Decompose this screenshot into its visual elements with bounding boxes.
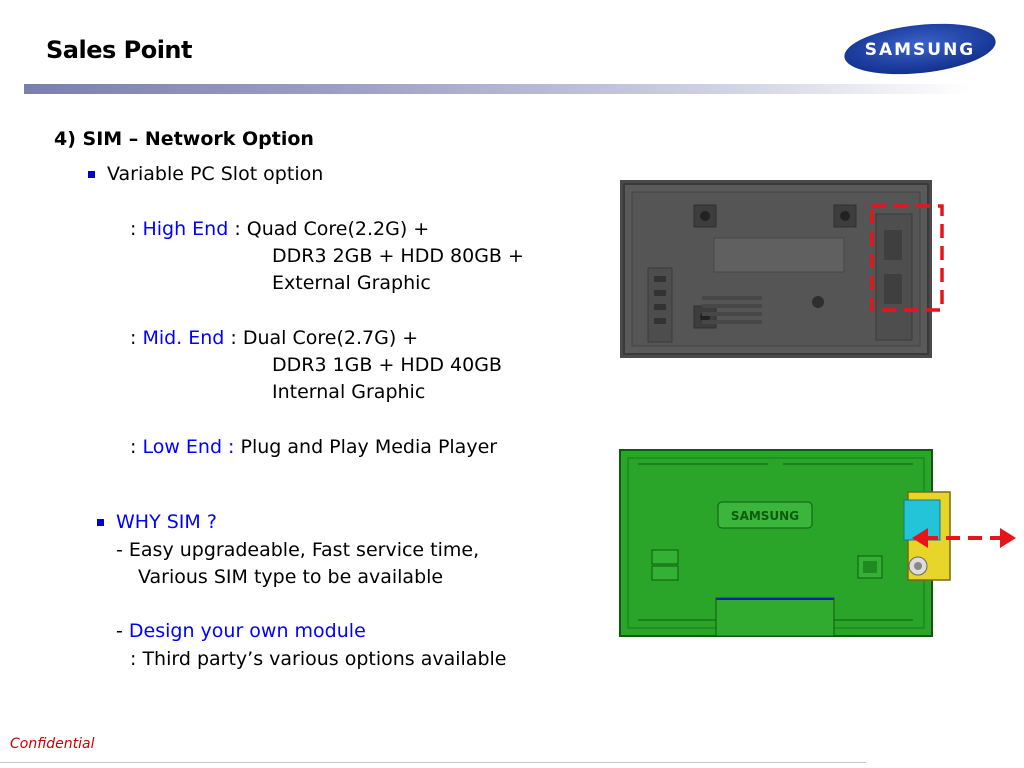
why-sim-heading: WHY SIM ? [116, 511, 217, 533]
bullet-square-icon [88, 171, 95, 178]
high-end-line: : High End : Quad Core(2.2G) + [130, 217, 429, 241]
samsung-logo: SAMSUNG [844, 23, 996, 75]
high-end-memory: DDR3 2GB + HDD 80GB + [272, 245, 524, 267]
slide-title: Sales Point [46, 36, 193, 64]
slot-highlight-box [870, 204, 944, 312]
bullet-square-icon [97, 519, 104, 526]
why-sim-item2-cont: : Third party’s various options availabl… [130, 648, 507, 670]
high-end-cpu: : Quad Core(2.2G) + [228, 218, 430, 240]
why-sim-item1: - Easy upgradeable, Fast service time, [116, 539, 480, 561]
mid-end-cpu: : Dual Core(2.7G) + [224, 327, 419, 349]
why-sim-item2-prefix: - [116, 620, 129, 642]
high-end-label: High End [142, 218, 229, 240]
section-heading: 4) SIM – Network Option [54, 128, 314, 150]
insert-arrow-icon [912, 528, 1016, 548]
mid-end-line: : Mid. End : Dual Core(2.7G) + [130, 326, 418, 350]
high-end-graphic: External Graphic [272, 272, 431, 294]
low-end-label: Low End : [142, 436, 235, 458]
design-module-label: Design your own module [128, 620, 366, 642]
low-end-prefix: : [130, 436, 143, 458]
diagram-brand-text: SAMSUNG [731, 509, 799, 523]
mid-end-graphic: Internal Graphic [272, 381, 426, 403]
mid-end-prefix: : [130, 327, 143, 349]
low-end-desc: Plug and Play Media Player [234, 436, 498, 458]
low-end-line: : Low End : Plug and Play Media Player [130, 435, 497, 459]
display-rear-photo [620, 180, 944, 358]
why-sim-item1-cont: Various SIM type to be available [138, 566, 444, 588]
mid-end-memory: DDR3 1GB + HDD 40GB [272, 354, 502, 376]
title-divider [24, 84, 970, 94]
why-sim-item2: - Design your own module [116, 619, 366, 643]
logo-text: SAMSUNG [865, 40, 976, 60]
mid-end-label: Mid. End [142, 327, 225, 349]
display-rear-diagram: SAMSUNG [619, 449, 1016, 637]
bullet-pc-slot: Variable PC Slot option [107, 163, 324, 185]
high-end-prefix: : [130, 218, 143, 240]
footer-divider [0, 762, 866, 763]
confidential-label: Confidential [10, 736, 95, 752]
